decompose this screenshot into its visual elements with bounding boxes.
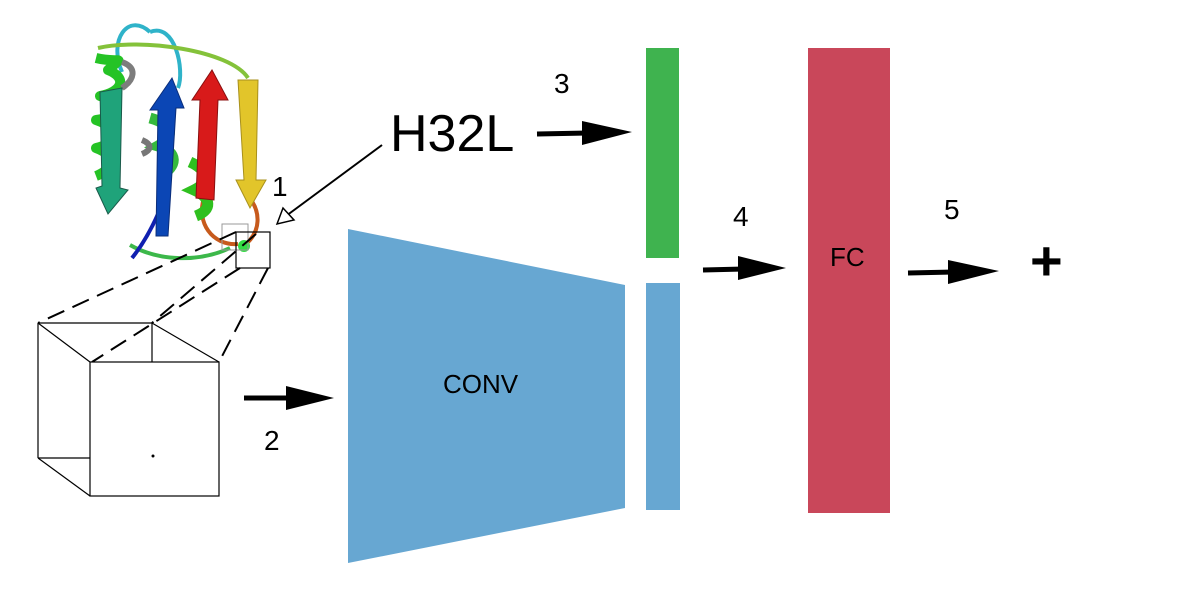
- step-4-label: 4: [733, 201, 749, 232]
- conv-feature-vector: [646, 283, 680, 510]
- step-1-label: 1: [272, 171, 288, 202]
- conv-block: [348, 229, 625, 563]
- arrow-4: [702, 256, 786, 280]
- step-2-label: 2: [264, 425, 280, 456]
- fc-label: FC: [830, 242, 865, 272]
- voxel-cube-icon: [37, 322, 220, 497]
- arrow-3: [536, 121, 632, 145]
- arrow-1: [275, 144, 383, 226]
- zoom-lines: [37, 231, 269, 363]
- protein-structure-icon: [91, 23, 267, 261]
- step-3-label: 3: [554, 68, 570, 99]
- fc-block: [808, 48, 890, 513]
- mutation-site-box: [235, 231, 271, 269]
- result-sign: +: [1030, 229, 1063, 292]
- mutation-feature-vector: [646, 48, 679, 258]
- mutation-label: H32L: [390, 105, 515, 163]
- step-5-label: 5: [944, 194, 960, 225]
- arrow-2: [244, 386, 334, 410]
- arrow-5: [907, 260, 999, 284]
- conv-label: CONV: [443, 369, 519, 399]
- mutation-site-box-inner: [221, 223, 249, 251]
